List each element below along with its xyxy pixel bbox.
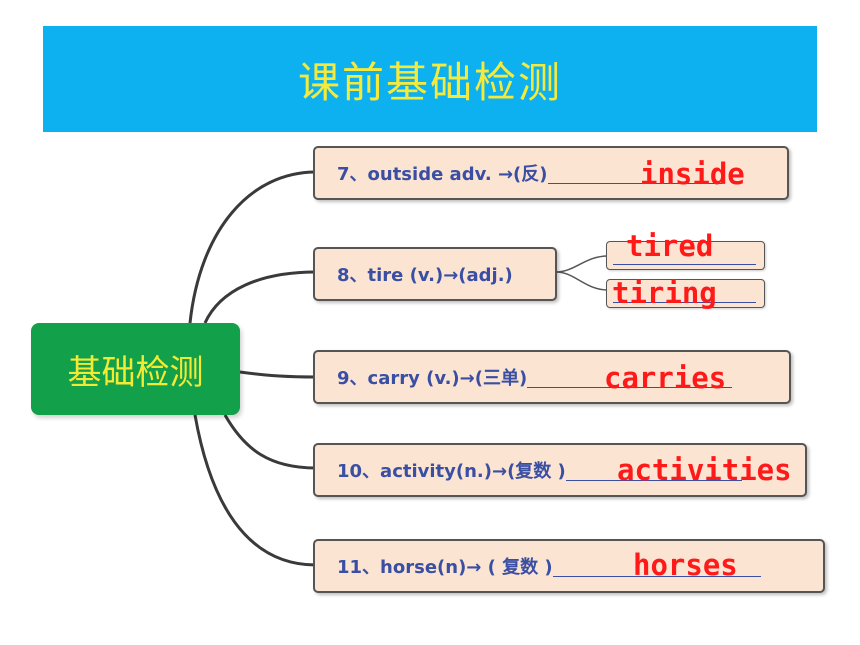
connector-item-7 <box>188 170 317 324</box>
question-prompt: 11、horse(n)→ ( 复数 ) <box>337 557 553 578</box>
sub-answer-box-tired <box>606 241 765 270</box>
question-node-7: 7、outside adv. →(反) <box>313 146 789 200</box>
question-prompt: 10、activity(n.)→(复数 ) <box>337 461 566 482</box>
branch-connector-tiring <box>555 271 609 291</box>
question-prompt: 7、outside adv. →(反) <box>337 164 548 185</box>
page-title: 课前基础检测 <box>297 57 562 107</box>
answer-blank <box>547 163 722 184</box>
answer-text: tiring <box>612 276 717 310</box>
connector-item-10 <box>223 414 317 470</box>
answer-blank <box>552 556 761 577</box>
question-node-11: 11、horse(n)→ ( 复数 ) <box>313 539 825 593</box>
answer-text: activities <box>617 453 792 487</box>
answer-text: inside <box>640 157 745 191</box>
root-label: 基础检测 <box>67 352 204 393</box>
branch-connector-tired <box>555 255 609 273</box>
answer-blank <box>613 264 756 265</box>
answer-blank <box>527 367 733 388</box>
answer-blank <box>613 302 756 303</box>
root-node: 基础检测 <box>31 323 240 415</box>
question-prompt: 9、carry (v.)→(三单) <box>337 368 528 389</box>
question-prompt: 8、tire (v.)→(adj.) <box>337 265 513 286</box>
answer-blank <box>565 460 742 481</box>
answer-text: horses <box>633 548 738 582</box>
title-banner: 课前基础检测 <box>43 26 817 132</box>
question-node-10: 10、activity(n.)→(复数 ) <box>313 443 807 497</box>
question-node-9: 9、carry (v.)→(三单) <box>313 350 791 404</box>
connector-item-11 <box>193 414 317 567</box>
question-node-8: 8、tire (v.)→(adj.) <box>313 247 557 301</box>
connector-item-9 <box>239 370 317 379</box>
answer-text: carries <box>604 361 727 395</box>
connector-item-8 <box>203 270 317 324</box>
sub-answer-box-tiring <box>606 279 765 308</box>
answer-text: tired <box>626 229 714 263</box>
